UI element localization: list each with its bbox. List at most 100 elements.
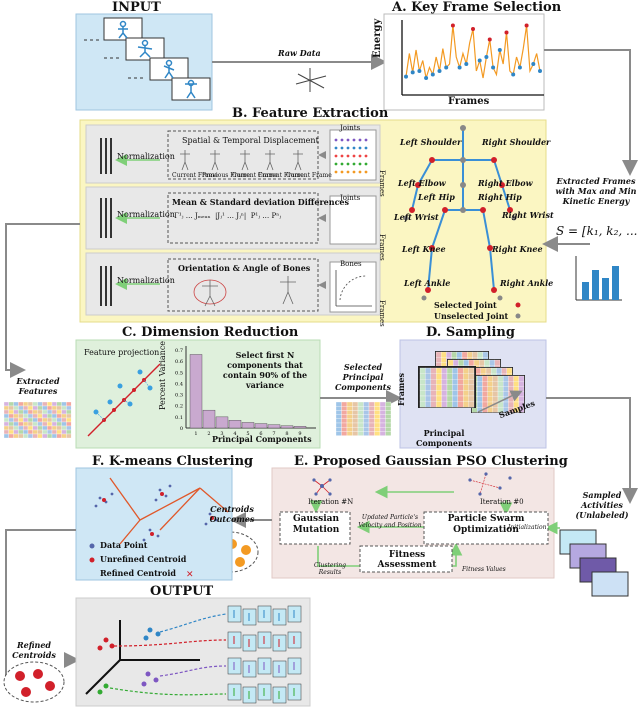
grid-cell [3,429,9,435]
refined-x-marker: ✕ [186,570,194,580]
row1-frame-4: Current Frame [286,172,332,179]
grid-cell [23,425,29,431]
grid-cell [385,422,392,428]
grid-cell [352,410,359,415]
input-title: INPUT [112,0,161,15]
grid-cell [379,401,386,407]
grid-cell [18,405,24,411]
fitness-assessment-box: Fitness Assessment [377,550,437,570]
grid-cell [42,405,48,411]
grid-cell [341,431,348,436]
gaussian-mutation-box: Gaussian Mutation [292,514,340,535]
grid-cell [47,417,53,423]
grid-cell [3,413,9,419]
variance-note: Select first N components that contain 9… [222,350,308,390]
grid-cell [497,391,504,397]
grid-cell [37,429,43,435]
grid-cell [341,427,348,432]
grid-cell [494,359,501,366]
grid-cell [42,417,48,423]
energy-point [444,65,449,70]
grid-cell [8,401,14,407]
variance-xtick: 2 [207,431,210,437]
row2-matrix: Γ¹ⱼ … Jₘₑₐₙ |Jⱼ¹ … Jⱼⁿ| P¹ⱼ … Pⁿⱼ [174,212,282,220]
grid-cell [346,422,353,428]
energy-point [497,48,502,52]
grid-cell [374,431,381,436]
output-dashed-links [109,613,227,696]
grid-cell [503,381,509,387]
grid-cell [363,406,370,411]
grid-cell [446,395,453,402]
grid-cell [419,367,426,374]
grid-cell [363,410,370,415]
energy-point [484,55,489,59]
grid-cell [23,401,29,407]
grid-cell [441,384,448,391]
variance-bars [189,354,307,429]
grid-cell [42,433,48,439]
grid-cell [61,401,67,407]
grid-cell [451,351,457,358]
grid-cell [335,431,342,436]
row3-bones-label: Bones [340,260,362,268]
variance-bar [202,409,216,429]
grid-cell [461,351,468,358]
label-right-elbow: Right Elbow [478,178,533,188]
grid-cell [32,409,38,415]
gpso-title: E. Proposed Gaussian PSO Clustering [294,454,568,469]
keyframe-ylabel: Energy [372,18,383,58]
grid-cell [3,405,9,411]
grid-cell [37,405,43,411]
grid-cell [452,390,458,397]
grid-cell [477,396,483,403]
grid-cell [425,384,431,391]
grid-cell [479,359,485,366]
grid-cell [352,422,359,428]
grid-cell [47,413,53,419]
grid-cell [492,396,499,403]
grid-cell [482,391,488,397]
sampling-frames-label: Frames [396,373,406,406]
grid-cell [482,381,488,387]
extracted-frames-caption: Extracted Frames with Max and Min Kineti… [555,176,637,206]
grid-cell [47,409,53,415]
grid-cell [503,391,509,397]
grid-cell [425,395,431,402]
grid-cell [452,367,458,374]
grid-cell [51,421,57,427]
grid-cell [23,429,29,435]
grid-cell [341,410,348,415]
grid-cell [51,413,57,419]
grid-cell [27,413,33,419]
grid-cell [441,379,448,385]
grid-cell [368,422,375,428]
normalization-1: Normalization [117,152,175,161]
grid-cell [453,359,459,366]
grid-cell [56,425,62,431]
grid-cell [419,395,426,402]
grid-cell [425,367,431,374]
principal-components-label: Principal Components [212,434,312,444]
grid-cell [51,425,57,431]
label-right-ankle: Right Ankle [500,278,554,288]
grid-cell [3,433,9,439]
grid-cell [27,401,33,407]
energy-point [457,65,462,70]
grid-cell [487,396,493,403]
grid-cell [335,422,342,428]
grid-cell [379,422,386,428]
grid-cell [13,401,19,407]
grid-cell [27,417,33,423]
normalization-2: Normalization [117,210,175,219]
grid-cell [374,414,381,419]
sampled-activities-label: Sampled Activities (Unlabeled) [575,490,629,520]
axes-icon [295,68,327,92]
grid-cell [456,351,463,358]
grid-cell [374,422,381,428]
energy-point [410,70,415,75]
grid-cell [51,409,57,415]
grid-cell [497,386,504,392]
legend-icons [89,543,95,563]
row1-frame-2: Current Frame [232,172,278,179]
